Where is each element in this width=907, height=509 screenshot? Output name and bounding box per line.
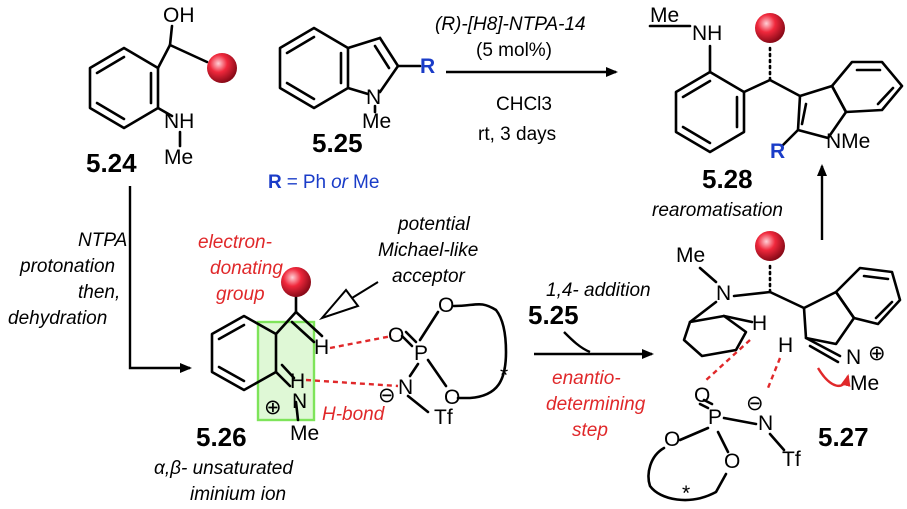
- atom-p: P: [708, 406, 722, 429]
- substituent-ball: [755, 231, 785, 261]
- hollow-arrow: [318, 281, 379, 321]
- r-or: or: [331, 172, 349, 193]
- atom-n: N: [398, 376, 413, 399]
- atom-o: O: [444, 386, 460, 409]
- plus-charge: ⊕: [868, 342, 886, 365]
- atom-nh: NH: [692, 22, 722, 45]
- edg-label-line-1: electron-: [198, 232, 272, 253]
- iminium-label-line-2: iminium ion: [190, 484, 286, 505]
- atom-oh: OH: [163, 4, 195, 27]
- enantio-label-line-1: enantio-: [552, 368, 621, 389]
- plus-charge: ⊕: [264, 396, 282, 419]
- chiral-star: *: [682, 482, 690, 505]
- compound-label-5-24: 5.24: [86, 148, 137, 178]
- rearomatisation-label: rearomatisation: [652, 200, 783, 221]
- compound-5-27: Me N H H N ⊕ Me O P ⊖ N Tf O O *: [647, 231, 902, 505]
- left-label-line-3: then,: [78, 282, 120, 303]
- time-label: rt, 3 days: [478, 124, 556, 145]
- substituent-ball: [281, 267, 311, 297]
- atom-o: O: [664, 428, 680, 451]
- compound-5-28: Me NH NMe R 5.28: [648, 4, 904, 194]
- michael-label-line-3: acceptor: [392, 266, 466, 287]
- solvent-label: CHCl3: [496, 94, 552, 115]
- edg-label-line-2: donating: [210, 258, 283, 279]
- curly-arrow: [816, 367, 851, 387]
- edg-label-line-3: group: [216, 284, 265, 305]
- atom-me: Me: [676, 244, 705, 267]
- michael-label-line-2: Michael-like: [378, 240, 478, 261]
- atom-r: R: [420, 55, 435, 78]
- addition-arrow: 1,4- addition 5.25 enantio- determining …: [528, 280, 654, 441]
- atom-h: H: [314, 336, 329, 359]
- compound-5-24: OH NH Me 5.24: [86, 4, 237, 178]
- atom-o: O: [694, 384, 710, 407]
- catalyst-loading: (5 mol%): [476, 40, 552, 61]
- atom-nh: NH: [164, 110, 194, 133]
- compound-label-5-25: 5.25: [312, 128, 363, 158]
- atom-n: N: [716, 282, 731, 305]
- compound-label-5-28: 5.28: [702, 164, 753, 194]
- atom-me: Me: [290, 422, 319, 445]
- addition-reagent: 5.25: [528, 300, 579, 330]
- atom-o: O: [388, 324, 404, 347]
- r-option-me: Me: [353, 172, 379, 193]
- atom-n: N: [366, 86, 381, 109]
- dehydration-arrow: NTPA protonation then, dehydration: [8, 186, 192, 373]
- atom-n: N: [292, 390, 307, 413]
- enantio-label-line-2: determining: [546, 394, 646, 415]
- r-equals: =: [287, 172, 298, 193]
- r-option-ph: Ph: [303, 172, 326, 193]
- atom-p: P: [414, 342, 428, 365]
- atom-me: Me: [362, 110, 391, 133]
- compound-5-26: H H N ⊕ Me 5.26 α,β- unsaturated iminium…: [154, 214, 508, 505]
- r-symbol: R: [268, 172, 282, 193]
- hbond-label: H-bond: [322, 404, 386, 425]
- atom-me: Me: [164, 146, 193, 169]
- rearomatisation-arrow: rearomatisation: [652, 164, 827, 240]
- left-label-line-1: NTPA: [78, 230, 127, 251]
- minus-charge: ⊖: [378, 384, 396, 407]
- atom-tf: Tf: [434, 406, 453, 429]
- substituent-ball: [755, 13, 785, 43]
- atom-h: H: [752, 312, 767, 335]
- iminium-label-line-1: α,β- unsaturated: [154, 458, 294, 479]
- enantio-label-line-3: step: [572, 420, 608, 441]
- atom-o: O: [438, 294, 454, 317]
- left-label-line-2: protonation: [19, 256, 115, 277]
- substituent-ball: [207, 53, 237, 83]
- minus-charge: ⊖: [746, 392, 764, 415]
- atom-me: Me: [850, 372, 879, 395]
- atom-o: O: [724, 450, 740, 473]
- atom-me: Me: [650, 4, 679, 27]
- left-label-line-4: dehydration: [8, 308, 107, 329]
- atom-h: H: [290, 370, 305, 393]
- catalyst-label: (R)-[H8]-NTPA-14: [435, 14, 586, 35]
- atom-tf: Tf: [782, 448, 801, 471]
- compound-label-5-26: 5.26: [196, 422, 247, 452]
- compound-label-5-27: 5.27: [818, 422, 869, 452]
- atom-n: N: [846, 346, 861, 369]
- michael-label-line-1: potential: [397, 214, 471, 235]
- atom-nme: NMe: [826, 130, 870, 153]
- main-reaction-arrow: (R)-[H8]-NTPA-14 (5 mol%) CHCl3 rt, 3 da…: [435, 14, 618, 145]
- atom-h: H: [778, 334, 793, 357]
- atom-n: N: [758, 412, 773, 435]
- atom-r: R: [770, 140, 785, 163]
- addition-label: 1,4- addition: [546, 280, 651, 301]
